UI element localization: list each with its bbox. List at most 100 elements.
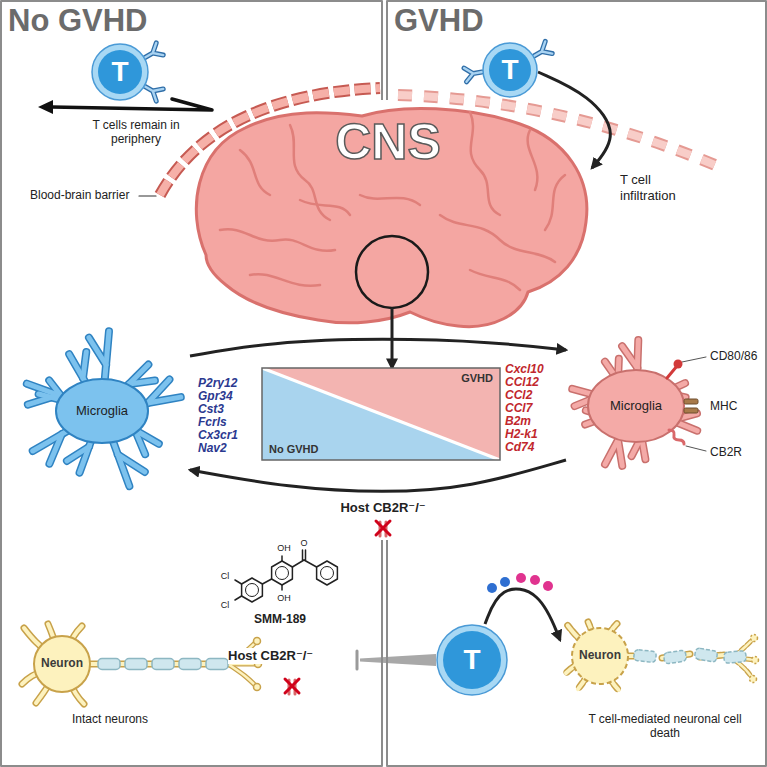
cell-name: Microglia <box>76 404 128 419</box>
drug-name: SMM-189 <box>254 612 306 626</box>
inhibition-bar <box>356 651 359 669</box>
expression-gradient-box-drawing <box>262 368 500 460</box>
connector-arrow <box>190 339 566 356</box>
process-fill <box>622 346 637 368</box>
neuron-drawing <box>566 622 759 690</box>
brain-gyrus <box>250 274 320 286</box>
neuron-soma <box>572 628 628 684</box>
process-outline <box>622 346 637 368</box>
atom-label: OH <box>277 543 291 554</box>
process-fill <box>49 434 61 464</box>
process-fill <box>89 338 106 365</box>
neuron: Neuron <box>560 612 762 702</box>
brain: CNS <box>185 102 592 336</box>
chemical-bond <box>281 585 283 590</box>
cytokine-dot <box>500 577 510 587</box>
organ-label: CNS <box>335 114 441 172</box>
microglia-cell: Microglia <box>566 318 706 495</box>
cytokine-dot <box>530 575 540 585</box>
cross-line <box>376 521 390 535</box>
t-cell-drawing <box>437 625 507 695</box>
process-outline <box>129 381 155 385</box>
brain-drawing <box>196 108 587 336</box>
chemical-bond <box>302 550 304 560</box>
receptor-label: CD80/86 <box>710 349 757 363</box>
leader-line <box>139 195 156 196</box>
atom-label: Cl <box>221 571 230 582</box>
process-fill <box>118 455 145 472</box>
cell-body <box>489 49 531 91</box>
process-fill <box>129 381 155 385</box>
cell-letter: T <box>111 56 128 88</box>
arrowhead <box>38 100 53 114</box>
brain-gyrus <box>470 112 500 215</box>
terminal-outline <box>228 664 257 687</box>
chemical-bond <box>235 580 242 584</box>
diagonal-divider <box>262 368 500 460</box>
brain-gyrus <box>300 200 350 215</box>
atom-label: Cl <box>221 600 230 611</box>
cell-membrane <box>92 44 148 100</box>
box-outline <box>262 368 500 460</box>
benzene-ring <box>272 561 293 585</box>
process-fill <box>618 440 622 466</box>
cell-body <box>443 631 501 689</box>
cell-letter: T <box>501 54 518 86</box>
edge-label: Host CB2R⁻/⁻ <box>340 500 425 516</box>
neuron: Neuron <box>18 620 265 708</box>
cell-membrane <box>483 43 537 97</box>
synaptic-knob <box>254 638 261 645</box>
chemical-bond <box>304 560 317 567</box>
process-outline <box>89 338 106 365</box>
process-fill <box>135 430 145 454</box>
aromatic-ring <box>321 567 334 580</box>
t-cell: T <box>482 42 538 98</box>
brain-gyrus <box>440 215 555 262</box>
inhibition-line <box>360 654 436 666</box>
microglia-cell-drawing <box>572 340 698 466</box>
periphery-arrow <box>52 99 212 110</box>
brain-outline <box>196 108 587 326</box>
annotation: Intact neurons <box>72 712 148 726</box>
cell-membrane <box>437 625 507 695</box>
synaptic-knob <box>750 676 757 683</box>
cell-name: Microglia <box>610 399 662 414</box>
neuron-soma <box>34 636 90 692</box>
brain-gyrus <box>470 270 520 290</box>
neuron-drawing <box>22 624 262 704</box>
process-outline <box>618 440 622 466</box>
myelin-sheath <box>152 659 174 670</box>
cytokine-dot <box>487 583 497 593</box>
annotation: Blood-brain barrier <box>30 188 129 202</box>
myelin-sheath <box>98 659 120 670</box>
knockout-mark <box>285 679 299 694</box>
gene-label: Nav2 <box>198 441 227 455</box>
chemical-bond <box>235 596 242 600</box>
aromatic-ring <box>246 584 259 597</box>
expression-gradient-box: GVHD No GVHD <box>262 368 500 460</box>
leader-line <box>686 446 706 451</box>
myelin-sheath <box>663 650 686 664</box>
zoom-circle <box>356 236 428 308</box>
connector-arrow <box>485 589 560 640</box>
t-cell: T <box>436 624 508 696</box>
cross-line <box>376 521 390 535</box>
cell-body <box>56 379 148 443</box>
cytokine-dot <box>543 581 553 591</box>
costimulatory-receptor <box>674 360 683 369</box>
cell-name: Neuron <box>579 649 621 663</box>
receptor-stem <box>667 366 677 378</box>
process-fill <box>67 447 89 461</box>
leader-line <box>682 357 706 362</box>
gradient-label: No GVHD <box>269 443 319 456</box>
annotation: T cells remain in periphery <box>87 118 185 147</box>
myelin-sheath <box>724 651 747 664</box>
synaptic-knob <box>752 657 759 664</box>
terminal-fill <box>228 664 257 687</box>
mhc-molecule <box>684 399 698 404</box>
process-fill <box>148 379 170 402</box>
receptor-outline <box>464 65 483 82</box>
receptor-fill <box>464 65 483 82</box>
gradient-label: GVHD <box>461 372 493 385</box>
cb2-receptor <box>669 430 684 444</box>
